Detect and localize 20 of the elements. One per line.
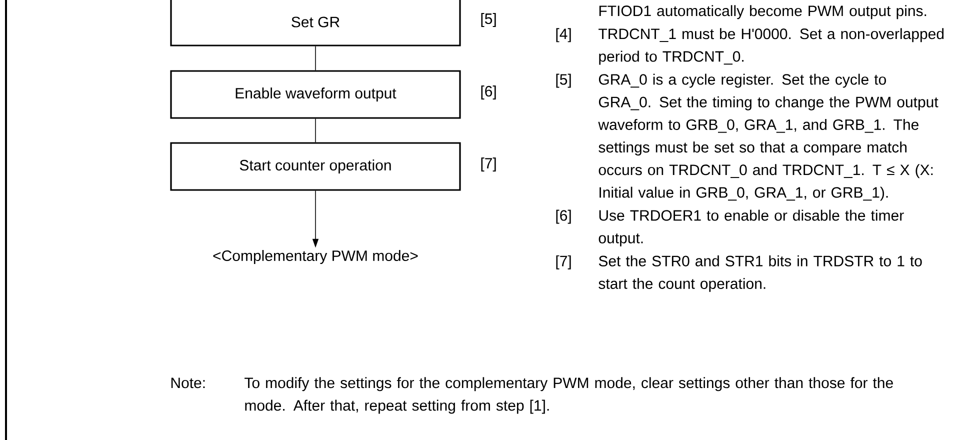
connector-line: [315, 118, 316, 143]
terminal-label: <Complementary PWM mode>: [213, 250, 418, 264]
step-number: [5]: [556, 74, 571, 88]
step-number: [7]: [556, 255, 571, 270]
connector-line: [315, 46, 316, 71]
process-box: Start counter operation: [170, 142, 461, 191]
step-number: [7]: [481, 158, 496, 172]
step-number: [6]: [556, 210, 571, 224]
step-description: GRA_0 is a cycle register. Set the cycle to GRA_0. Set the timing to change the PWM output waveform to GRB_0, GRA_1, and GRB_1. The settings must be set so that a compare match occurs on TRDCNT_0 and TRDCNT_1. T ≤ X (X: Initial value in GRB_0, GRA_1, or GRB_1).: [598, 74, 938, 201]
step-description: TRDCNT_1 must be H'0000. Set a non-overlapped period to TRDCNT_0.: [598, 28, 944, 65]
process-box: Enable waveform output: [170, 70, 461, 119]
step-description: Set the STR0 and STR1 bits in TRDSTR to 1 to start the count operation.: [598, 255, 922, 292]
note-text: To modify the settings for the complementary PWM mode, clear settings other than those for the mode. After that, repeat setting from step [1].: [244, 377, 893, 414]
step-number: [4]: [556, 28, 571, 42]
step-description: Use TRDOER1 to enable or disable the timer output.: [598, 210, 904, 246]
process-box: Set GR: [170, 0, 461, 46]
note-label: Note:: [171, 378, 205, 388]
step-number: [6]: [481, 86, 496, 100]
step-description: FTIOD1 automatically become PWM output pins.: [599, 5, 926, 20]
step-number: [5]: [481, 13, 496, 27]
